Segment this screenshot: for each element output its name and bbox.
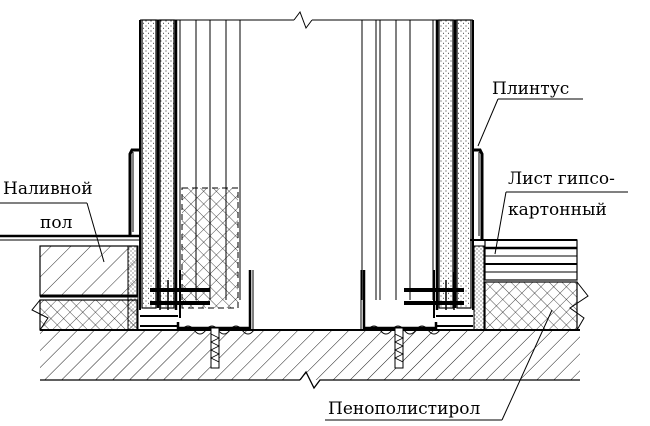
label-floor-line1: Наливной	[3, 179, 93, 199]
concrete-slab	[40, 329, 580, 390]
right-foam-insulation	[484, 281, 578, 331]
right-gypsum-boards	[470, 239, 578, 281]
right-break-line	[569, 281, 589, 331]
right-anchor-dowel	[394, 327, 404, 369]
left-screws	[150, 270, 210, 318]
label-foam: Пенополистирол	[328, 399, 481, 419]
leader-lines	[0, 98, 628, 421]
left-floor-screed	[0, 234, 140, 298]
label-floor-line2: пол	[40, 213, 73, 233]
left-anchor-dowel	[210, 327, 220, 369]
right-screws	[404, 270, 464, 318]
right-baseboard	[473, 148, 484, 240]
left-foam-insulation	[39, 299, 138, 331]
label-gypsum-line2: картонный	[508, 200, 607, 220]
label-gypsum-line1: Лист гипсо-	[508, 169, 615, 189]
left-edge-strip	[127, 245, 139, 331]
label-baseboard: Плинтус	[492, 79, 569, 99]
left-baseboard	[128, 148, 140, 236]
left-break-line	[31, 299, 49, 331]
partition-wall	[139, 10, 474, 369]
right-edge-strip	[473, 245, 485, 331]
